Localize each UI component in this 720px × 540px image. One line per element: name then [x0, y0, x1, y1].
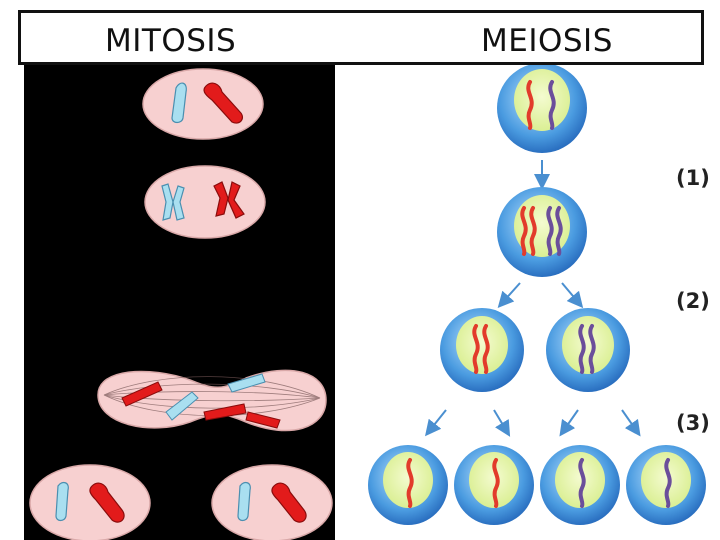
arrow-step-2-right [561, 282, 584, 309]
step-label-2: (2) [676, 289, 710, 313]
chromosome-blue [171, 82, 187, 124]
meiosis-title: MEIOSIS [481, 23, 613, 59]
meiosis-cell-division1-right [546, 308, 630, 392]
arrow-step-3-d [621, 409, 641, 437]
meiosis-gamete-4 [626, 445, 706, 525]
meiosis-cell-initial [497, 63, 587, 153]
mitosis-cell-prophase [144, 165, 266, 239]
mitosis-panel [24, 64, 335, 540]
meiosis-gamete-1 [368, 445, 448, 525]
meiosis-cell-division1-left [440, 308, 524, 392]
meiosis-cell-replicated [497, 187, 587, 277]
mitosis-daughter-cell-left [29, 464, 151, 540]
mitosis-daughter-cell-right [211, 464, 333, 540]
arrow-step-2-left [497, 282, 521, 308]
arrow-step-3-a [425, 409, 447, 437]
step-label-3: (3) [676, 411, 710, 435]
meiosis-gamete-3 [540, 445, 620, 525]
chromosome-red [203, 82, 244, 124]
arrow-step-3-b [493, 409, 511, 437]
mitosis-cell-interphase [142, 68, 264, 140]
mitosis-cell-anaphase [97, 369, 327, 432]
meiosis-gamete-2 [454, 445, 534, 525]
mitosis-title: MITOSIS [105, 23, 237, 59]
arrow-step-3-c [559, 409, 579, 437]
step-label-1: (1) [676, 166, 710, 190]
comparison-header: MITOSIS MEIOSIS [18, 10, 704, 65]
